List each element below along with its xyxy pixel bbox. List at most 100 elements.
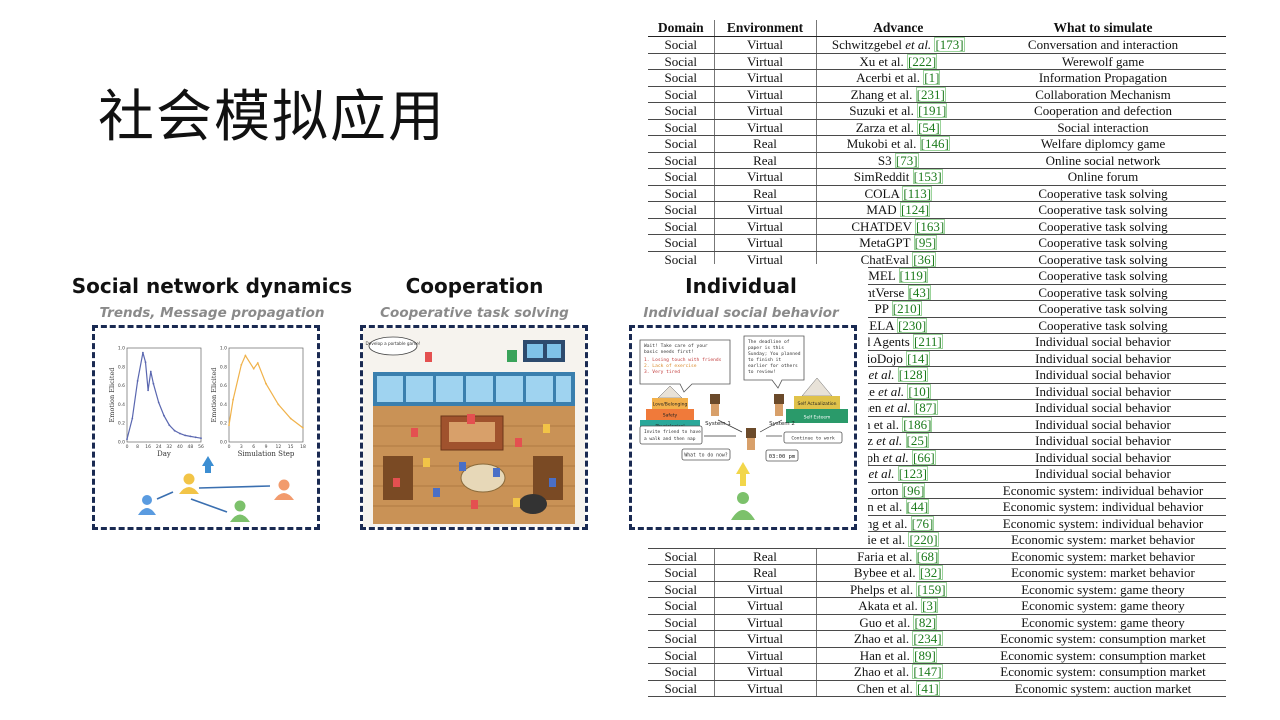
cell-environment: Virtual (713, 680, 816, 697)
bubble-right-line: to finish it (748, 357, 781, 363)
cell-domain: Social (648, 218, 714, 235)
advance-name: Akata et al. (858, 598, 918, 613)
citation-link[interactable]: [210] (891, 301, 922, 316)
advance-name: Schwitzgebel (831, 37, 902, 52)
cell-what-to-simulate: Economic system: individual behavior (980, 482, 1226, 499)
citation-link[interactable]: [123] (897, 466, 928, 481)
citation-link[interactable]: [82] (913, 614, 938, 630)
cell-domain: Social (648, 630, 714, 648)
citation-link[interactable]: [10] (907, 383, 932, 399)
plot-point (173, 429, 176, 432)
cell-what-to-simulate: Individual social behavior (980, 366, 1226, 384)
cell-domain: Social (648, 152, 714, 169)
citation-link[interactable]: [173] (934, 37, 965, 52)
pyramid-level: Self Esteem (804, 415, 831, 421)
citation-link[interactable]: [44] (905, 499, 930, 514)
citation-link[interactable]: [220] (908, 532, 939, 547)
citation-link[interactable]: [163] (915, 218, 946, 234)
advance-name: Bybee et al. (853, 565, 916, 580)
cell-what-to-simulate: Cooperative task solving (980, 300, 1226, 318)
cell-advance: Guo et al. [82] (815, 614, 980, 631)
panel-title-individual: Individual (685, 274, 797, 298)
x-tick-label: 12 (275, 444, 281, 450)
citation-link[interactable]: [73] (894, 152, 919, 168)
advance-name: Faria et al. (857, 548, 913, 564)
cell-advance: Han et al. [89] (815, 647, 980, 664)
header-advance: Advance (815, 20, 980, 37)
cell-what-to-simulate: Individual social behavior (980, 449, 1226, 466)
character-icon (710, 394, 720, 416)
citation-link[interactable]: [96] (901, 482, 926, 498)
x-tick-label: 40 (177, 444, 183, 450)
citation-link[interactable]: [159] (916, 581, 947, 597)
cell-environment: Real (713, 135, 816, 153)
cell-domain: Social (648, 614, 714, 631)
cell-environment: Virtual (713, 630, 816, 648)
citation-link[interactable]: [1] (923, 70, 941, 85)
cell-what-to-simulate: Cooperative task solving (980, 201, 1226, 219)
y-tick-label: 0.4 (118, 402, 125, 408)
citation-link[interactable]: [186] (902, 416, 933, 432)
plot-point (149, 370, 152, 373)
x-tick-label: 16 (145, 444, 151, 450)
plot-point (302, 427, 304, 429)
citation-link[interactable]: [128] (897, 367, 928, 382)
cell-environment: Virtual (713, 201, 816, 219)
plot-point (289, 417, 292, 420)
citation-link[interactable]: [43] (907, 284, 932, 300)
plot-point (144, 361, 147, 363)
cell-domain: Social (648, 251, 714, 268)
citation-link[interactable]: [113] (902, 185, 933, 201)
system-2-label: System 2 (769, 421, 795, 427)
citation-link[interactable]: [36] (912, 251, 936, 267)
citation-link[interactable]: [54] (917, 119, 941, 135)
advance-name: Phelps et al. (849, 581, 914, 597)
citation-link[interactable]: [32] (918, 565, 943, 580)
citation-link[interactable]: [87] (913, 400, 938, 415)
citation-link[interactable]: [89] (913, 647, 937, 663)
cell-advance: Chen et al. [41] (815, 680, 980, 697)
cell-advance: n et al. [44] (815, 498, 980, 516)
plot-point (252, 367, 255, 370)
cell-what-to-simulate: Conversation and interaction (980, 36, 1226, 54)
advance-name: Guo et al. (859, 614, 911, 630)
citation-link[interactable]: [234] (912, 631, 943, 646)
citation-link[interactable]: [95] (913, 235, 938, 250)
advance-name: PP (874, 301, 889, 316)
citation-link[interactable]: [211] (913, 334, 943, 349)
citation-link[interactable]: [222] (906, 53, 938, 69)
advance-name: CHATDEV (851, 218, 912, 234)
x-tick-label: 6 (252, 444, 255, 450)
citation-link[interactable]: [231] (915, 86, 946, 102)
y-tick-label: 0.2 (220, 421, 227, 427)
cell-environment: Real (713, 564, 816, 582)
citation-link[interactable]: [230] (897, 317, 928, 333)
y-tick-label: 0.8 (220, 364, 227, 370)
citation-link[interactable]: [68] (915, 548, 940, 564)
advance-name: Zarza et al. (855, 119, 914, 135)
citation-link[interactable]: [3] (921, 598, 939, 613)
citation-link[interactable]: [124] (899, 202, 931, 217)
citation-link[interactable]: [153] (912, 169, 943, 184)
cell-domain: Social (648, 234, 714, 252)
panel-subtitle-cooperation: Cooperative task solving (380, 305, 569, 321)
citation-link[interactable]: [25] (905, 433, 930, 448)
citation-link[interactable]: [41] (916, 680, 940, 696)
citation-link[interactable]: [191] (917, 103, 948, 118)
citation-link[interactable]: [14] (906, 350, 930, 366)
citation-link[interactable]: [119] (898, 268, 929, 283)
cell-what-to-simulate: Social interaction (980, 119, 1226, 136)
citation-link[interactable]: [76] (910, 515, 935, 531)
citation-link[interactable]: [147] (912, 664, 943, 679)
panel-subtitle-social-network: Trends, Message propagation (99, 305, 325, 321)
citation-link[interactable]: [146] (919, 136, 950, 151)
citation-link[interactable]: [66] (912, 449, 936, 465)
plot-line (228, 354, 304, 429)
